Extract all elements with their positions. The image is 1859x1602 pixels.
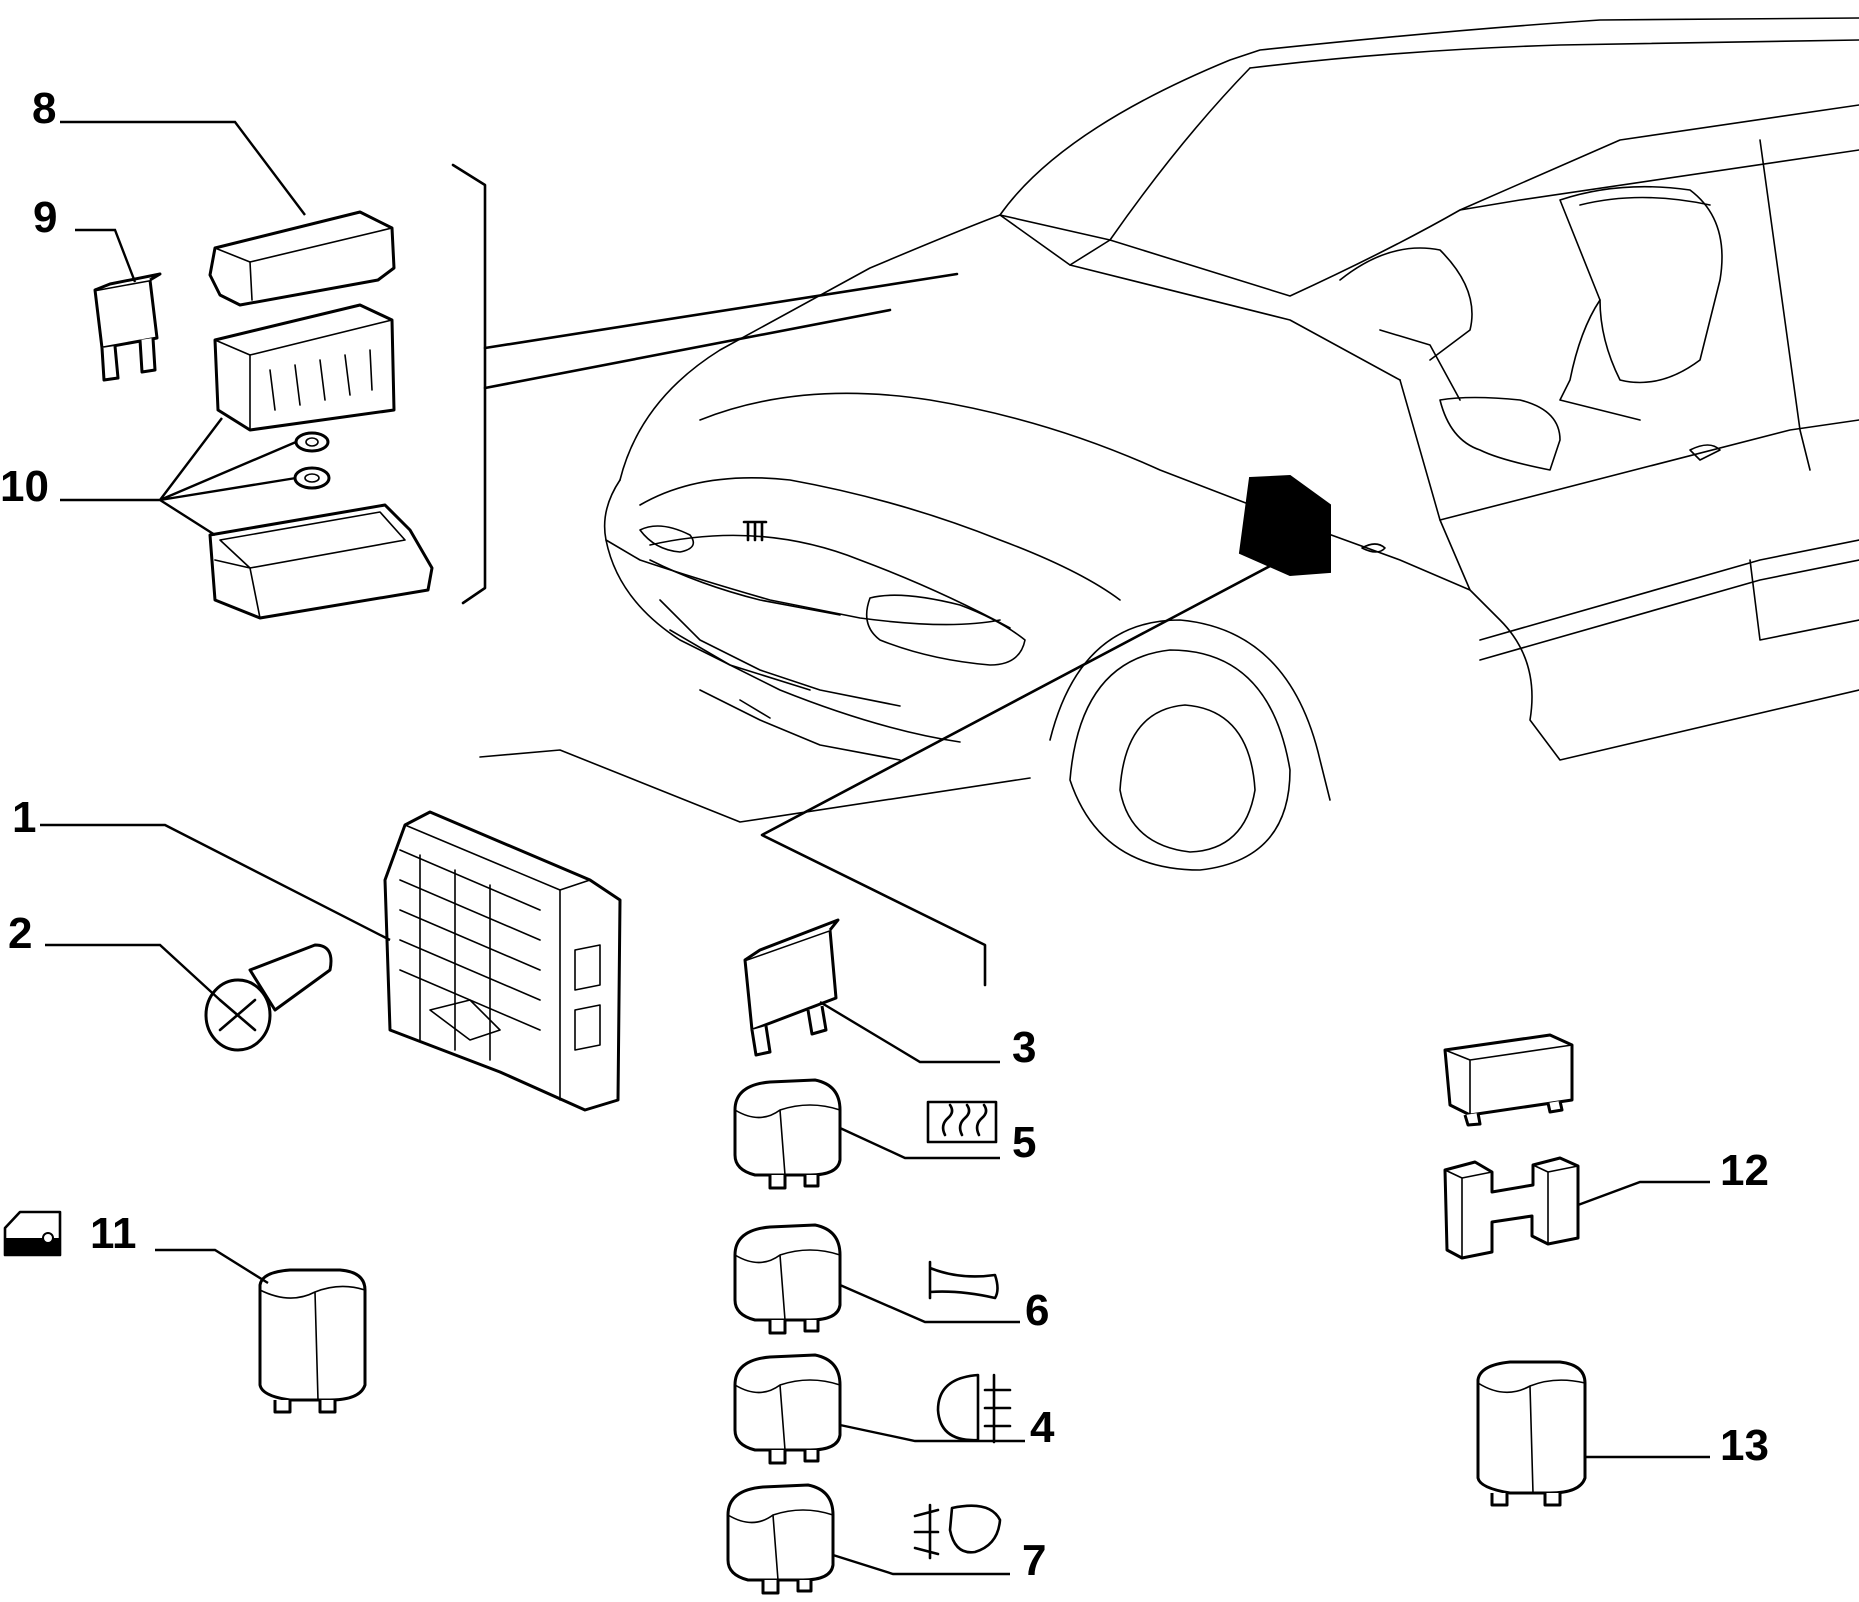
- fuse-box-body: [213, 303, 396, 432]
- label-6: 6: [1025, 1286, 1049, 1335]
- fuse-box-tray: [208, 503, 434, 620]
- label-9: 9: [33, 193, 57, 242]
- maxi-fuse: [743, 918, 840, 1057]
- relay-4: [733, 1353, 842, 1465]
- relay-13: [1476, 1360, 1587, 1507]
- nut-top: [294, 431, 330, 453]
- label-3: 3: [1012, 1023, 1036, 1072]
- rear-fog-light-icon: [913, 1503, 1002, 1560]
- label-5: 5: [1012, 1118, 1036, 1167]
- fuse-box-cover: [208, 210, 396, 307]
- label-8: 8: [32, 84, 56, 133]
- relay-5: [733, 1078, 842, 1190]
- label-1: 1: [12, 793, 36, 842]
- relay-11: [258, 1268, 367, 1414]
- rear-window-defrost-icon: [926, 1100, 998, 1144]
- label-2: 2: [8, 909, 32, 958]
- label-11: 11: [90, 1209, 137, 1258]
- screw: [204, 943, 333, 1052]
- blade-fuse: [93, 272, 162, 382]
- relay-7: [726, 1483, 835, 1595]
- relay-12-top: [1443, 1033, 1574, 1127]
- nut-bottom: [293, 466, 331, 490]
- fuse-box-location: [1238, 474, 1331, 577]
- label-7: 7: [1022, 1536, 1046, 1585]
- car-illustration: [479, 17, 1859, 871]
- junction-box: [383, 810, 622, 1112]
- label-10: 10: [0, 462, 49, 511]
- door-lock-icon: [3, 1210, 62, 1257]
- relay-6: [733, 1223, 842, 1335]
- label-12: 12: [1720, 1146, 1769, 1195]
- horn-icon: [928, 1260, 999, 1300]
- fog-light-icon: [936, 1373, 1012, 1444]
- bridge-connector: [1443, 1156, 1580, 1260]
- label-4: 4: [1030, 1403, 1055, 1452]
- label-13: 13: [1720, 1421, 1769, 1470]
